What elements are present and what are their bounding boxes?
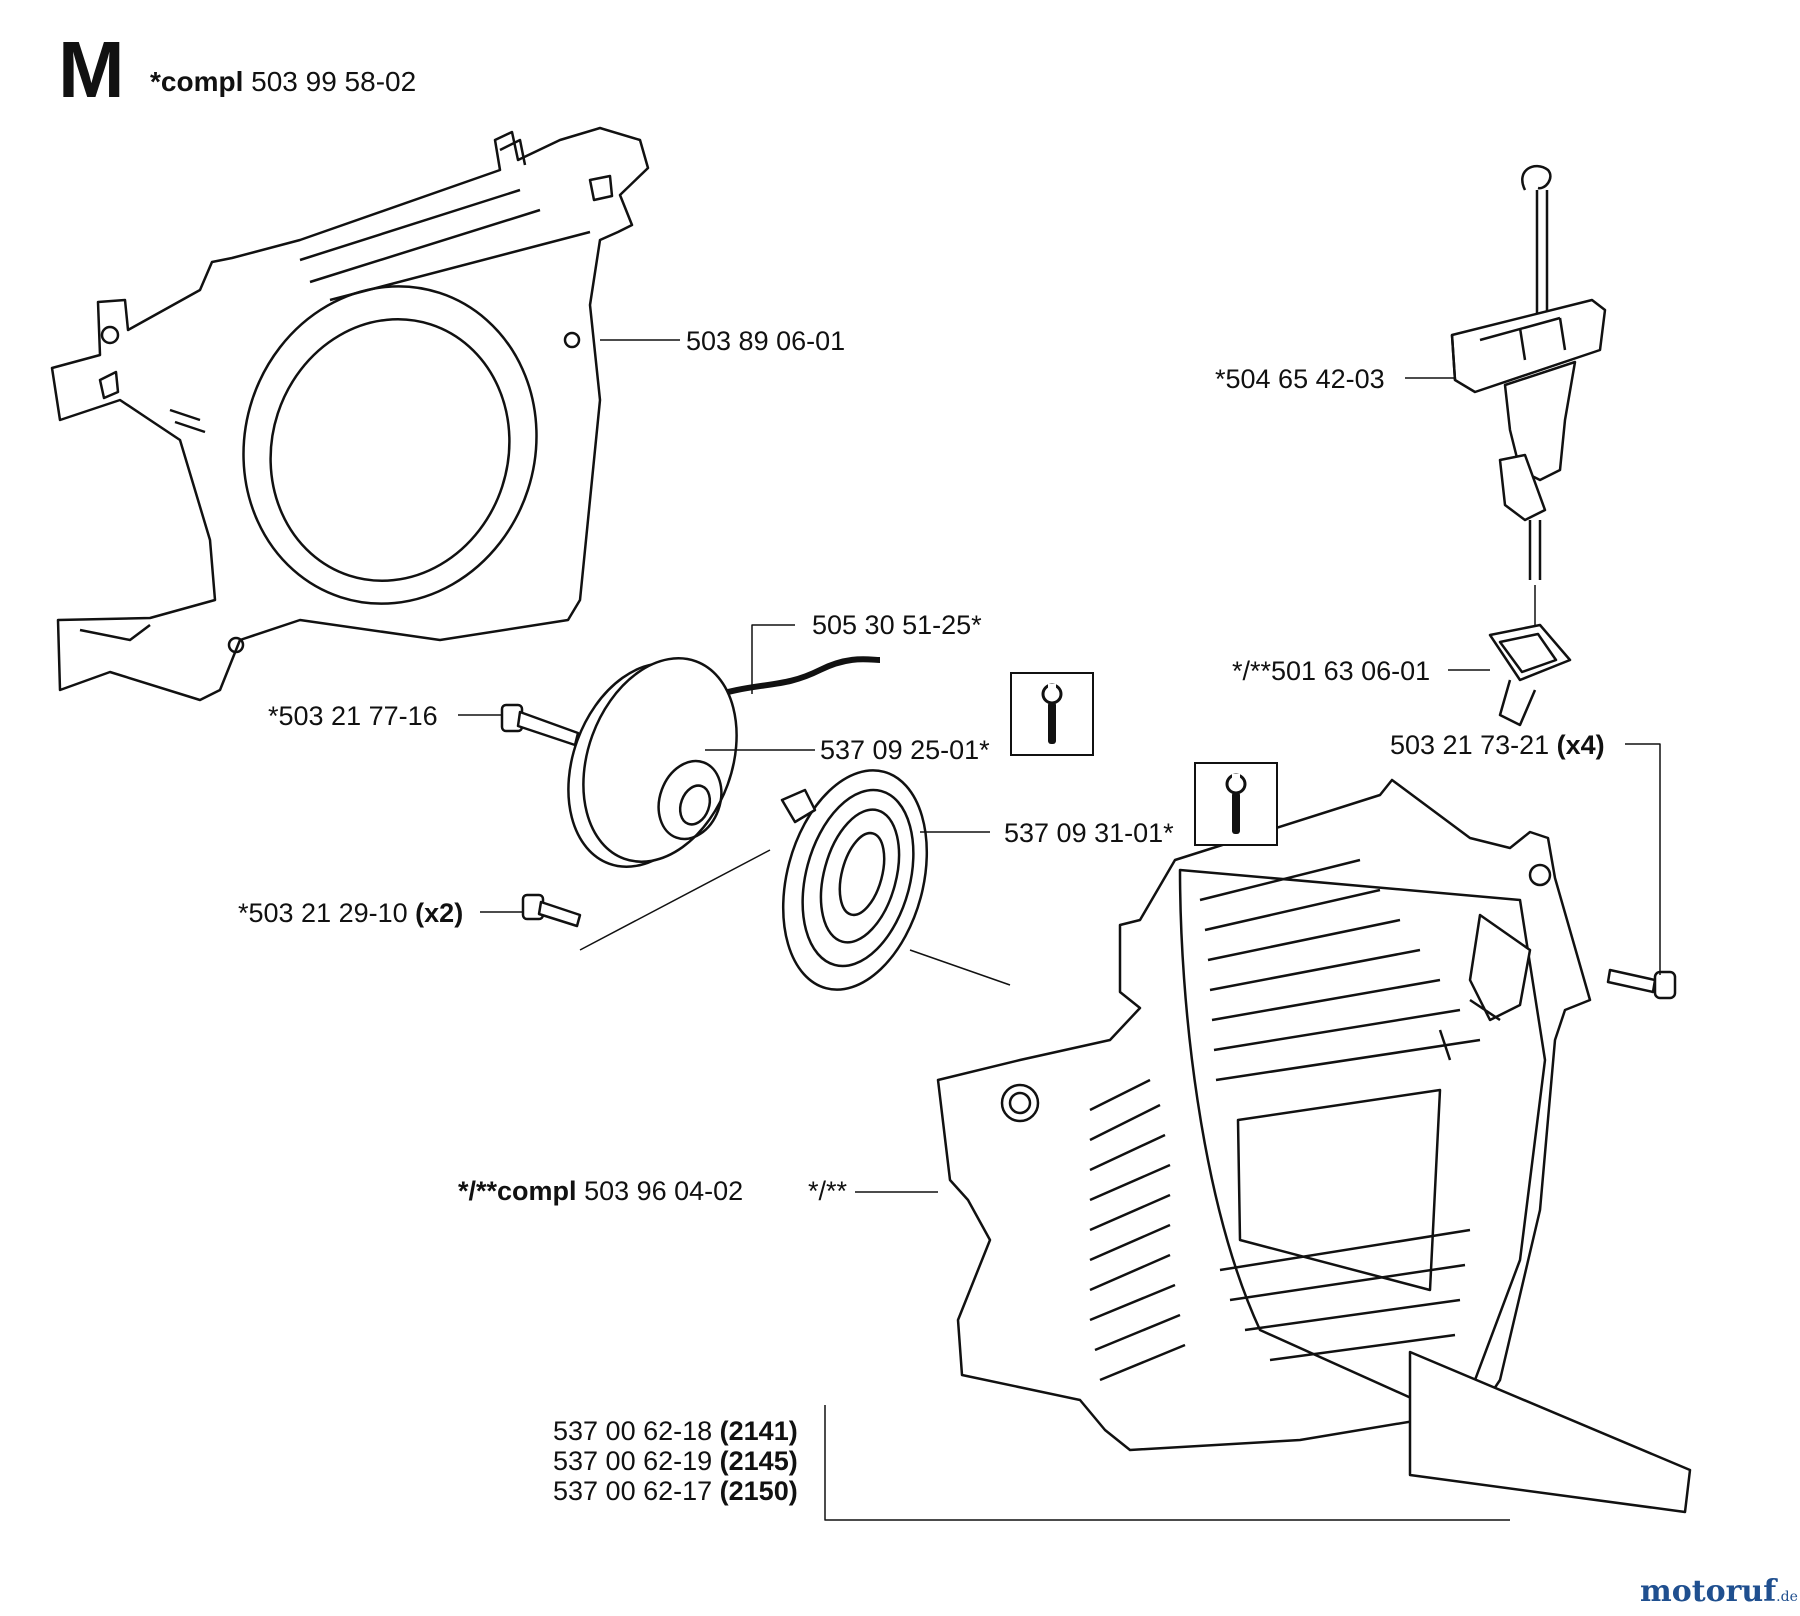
part-label-pulley: 537 09 25-01* (820, 735, 990, 765)
part-label-cover: */**compl 503 96 04-02 (458, 1178, 743, 1205)
part-label-spring: 537 09 31-01* (1004, 818, 1174, 848)
rope-guide-part (1488, 623, 1572, 727)
part-label-cover-mark: */** (808, 1176, 848, 1206)
assembly-title: *compl 503 99 58-02 (150, 66, 416, 98)
pulley-part (567, 657, 738, 868)
decal-part (1408, 1350, 1692, 1514)
screw-x4-qty: (x4) (1556, 730, 1605, 760)
special-tool-box-1 (1010, 672, 1094, 756)
starter-rope-part (699, 656, 881, 703)
part-label-screw-x4: 503 21 73-21 (x4) (1390, 732, 1605, 759)
screw-part (521, 893, 582, 928)
screw-x4-part (1606, 968, 1677, 1000)
assembly-title-prefix: *compl (150, 66, 244, 97)
special-tool-box-2 (1194, 762, 1278, 846)
part-label-decal-2: 537 00 62-19 (2145) (553, 1448, 798, 1475)
cover-part (936, 778, 1592, 1452)
wrench-icon (1041, 683, 1063, 744)
wrench-icon (1225, 773, 1247, 834)
part-label-housing: 503 89 06-01 (686, 326, 846, 356)
part-label-decal-3: 537 00 62-17 (2150) (553, 1478, 798, 1505)
starter-handle-part (1450, 164, 1607, 580)
cover-prefix: */**compl (458, 1176, 577, 1206)
housing-part (50, 126, 650, 702)
assembly-title-number: 503 99 58-02 (251, 66, 417, 97)
decal-3-model: (2150) (719, 1476, 798, 1506)
watermark: motoruf.de (1640, 1574, 1798, 1609)
watermark-name: motoruf (1640, 1574, 1777, 1609)
part-label-guide: */**501 63 06-01 (1232, 656, 1431, 686)
decal-1-number: 537 00 62-18 (553, 1416, 713, 1446)
decal-2-model: (2145) (719, 1446, 798, 1476)
decal-1-model: (2141) (719, 1416, 798, 1446)
part-label-screw-x2: *503 21 29-10 (x2) (238, 900, 463, 927)
part-label-decal-1: 537 00 62-18 (2141) (553, 1418, 798, 1445)
section-letter: M (58, 25, 125, 114)
decal-2-number: 537 00 62-19 (553, 1446, 713, 1476)
part-label-rope: 505 30 51-25* (812, 610, 982, 640)
bolt-part (500, 703, 580, 747)
watermark-suffix: .de (1776, 1589, 1798, 1605)
part-label-bolt: *503 21 77-16 (268, 701, 438, 731)
leader-lines (458, 339, 1661, 1521)
spring-part (780, 769, 929, 991)
cover-number: 503 96 04-02 (584, 1176, 744, 1206)
part-label-handle: *504 65 42-03 (1215, 364, 1385, 394)
screw-x4-number: 503 21 73-21 (1390, 730, 1550, 760)
decal-3-number: 537 00 62-17 (553, 1476, 713, 1506)
screw-x2-number: *503 21 29-10 (238, 898, 408, 928)
screw-x2-qty: (x2) (415, 898, 464, 928)
